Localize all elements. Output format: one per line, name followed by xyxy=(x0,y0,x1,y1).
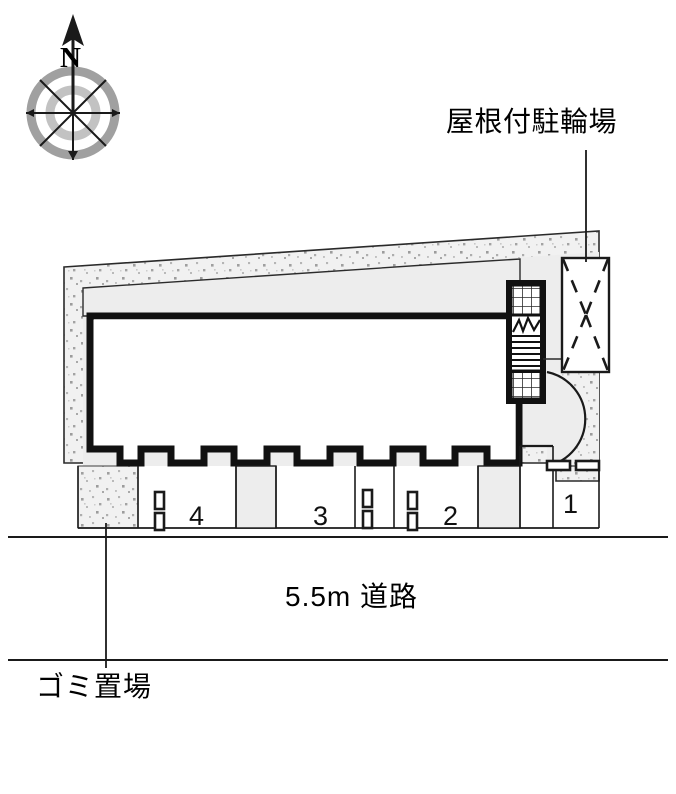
stall-divider-block-b xyxy=(477,465,521,529)
compass-east-tip xyxy=(112,109,120,117)
leader-lines xyxy=(105,150,587,668)
trash-area-label: ゴミ置場 xyxy=(36,671,153,702)
stair-upper-landing xyxy=(509,283,543,317)
stall-divider-block-a xyxy=(235,465,277,529)
compass-north-arrowhead xyxy=(62,14,84,46)
entrance-door-swing xyxy=(546,370,587,468)
compass-rose xyxy=(26,14,120,160)
compass-west-tip xyxy=(26,109,34,117)
parking-stall-number: 1 xyxy=(563,489,579,519)
wheel-stop-markers xyxy=(153,459,601,532)
exterior-staircase xyxy=(488,280,599,404)
stair-treads xyxy=(512,334,541,374)
parking-stall-layer xyxy=(77,444,601,532)
parking-stall-number: 2 xyxy=(443,501,459,531)
bicycle-roof-hatch xyxy=(561,258,610,372)
road-label: 5.5m 道路 xyxy=(285,581,419,612)
trash-enclosure-patch xyxy=(77,465,139,529)
building-outline xyxy=(86,312,523,467)
road-area xyxy=(8,536,668,661)
parking-stall-number: 4 xyxy=(189,501,205,531)
compass-south-tip xyxy=(68,151,78,160)
compass-north-label: N xyxy=(60,42,81,74)
stair-lower-landing xyxy=(509,369,543,401)
bicycle-parking-label: 屋根付駐輪場 xyxy=(446,106,618,137)
apartment-building-footprint xyxy=(86,312,523,467)
covered-bicycle-parking xyxy=(560,256,611,374)
parking-stall-number: 3 xyxy=(313,501,329,531)
stall-boundaries xyxy=(77,446,600,528)
stair-break-symbol xyxy=(512,315,541,335)
